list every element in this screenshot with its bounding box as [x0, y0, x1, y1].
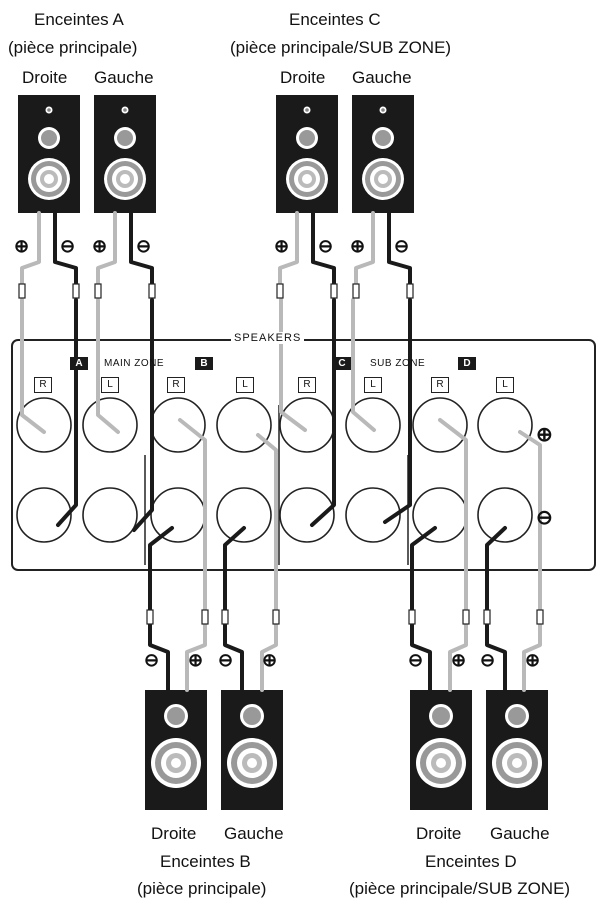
speaker-b-left	[221, 690, 283, 810]
minus-terminal-icon: ⊖	[136, 236, 152, 256]
speaker-a-right-label: Droite	[22, 68, 68, 87]
speakers-b-room: (pièce principale)	[137, 879, 267, 898]
speaker-d-left-label: Gauche	[490, 824, 550, 843]
speaker-c-right-label: Droite	[280, 68, 326, 87]
sub-zone-label: SUB ZONE	[370, 358, 426, 369]
speakers-d-title: Enceintes D	[425, 852, 517, 871]
speaker-c-left	[352, 95, 414, 213]
speaker-d-right-label: Droite	[416, 824, 462, 843]
channel-label: R	[298, 377, 316, 393]
speaker-b-left-label: Gauche	[224, 824, 284, 843]
speaker-b-right	[145, 690, 207, 810]
plus-terminal-icon: ⊕	[274, 236, 290, 256]
minus-terminal-icon: ⊖	[218, 650, 234, 670]
speakers-a-title: Enceintes A	[34, 10, 124, 29]
speaker-d-left	[486, 690, 548, 810]
speaker-a-left	[94, 95, 156, 213]
minus-terminal-icon: ⊖	[318, 236, 334, 256]
channel-label: R	[167, 377, 185, 393]
badge-a: A	[70, 357, 88, 370]
plus-terminal-icon: ⊕	[92, 236, 108, 256]
channel-label: L	[236, 377, 254, 393]
speaker-c-right	[276, 95, 338, 213]
speaker-a-left-label: Gauche	[94, 68, 154, 87]
positive-terminal-row	[16, 397, 533, 453]
channel-label: L	[496, 377, 514, 393]
negative-terminal-row	[16, 487, 533, 543]
channel-label: R	[431, 377, 449, 393]
speaker-b-right-label: Droite	[151, 824, 197, 843]
speakers-d-room: (pièce principale/SUB ZONE)	[349, 879, 571, 898]
speaker-d-right	[410, 690, 472, 810]
channel-label: L	[101, 377, 119, 393]
plus-terminal-icon: ⊕	[350, 236, 366, 256]
plus-terminal-icon: ⊕	[262, 650, 278, 670]
speaker-c-left-label: Gauche	[352, 68, 412, 87]
channel-label: R	[34, 377, 52, 393]
minus-terminal-icon: ⊖	[144, 650, 160, 670]
minus-terminal-icon: ⊖	[408, 650, 424, 670]
panel-minus-icon: ⊖	[536, 507, 553, 529]
positive-wires	[20, 211, 542, 692]
minus-terminal-icon: ⊖	[60, 236, 76, 256]
plus-terminal-icon: ⊕	[14, 236, 30, 256]
panel-plus-icon: ⊕	[536, 424, 553, 446]
minus-terminal-icon: ⊖	[480, 650, 496, 670]
badge-c: C	[333, 357, 351, 370]
speakers-a-room: (pièce principale)	[8, 38, 138, 57]
minus-terminal-icon: ⊖	[394, 236, 410, 256]
plus-terminal-icon: ⊕	[188, 650, 204, 670]
main-zone-label: MAIN ZONE	[104, 358, 165, 369]
plus-terminal-icon: ⊕	[525, 650, 541, 670]
speakers-b-title: Enceintes B	[160, 852, 251, 871]
speakers-c-room: (pièce principale/SUB ZONE)	[230, 38, 452, 57]
channel-label: L	[364, 377, 382, 393]
speaker-a-right	[18, 95, 80, 213]
speakers-c-title: Enceintes C	[289, 10, 381, 29]
panel-title: SPEAKERS	[231, 332, 305, 344]
badge-d: D	[458, 357, 476, 370]
badge-b: B	[195, 357, 213, 370]
plus-terminal-icon: ⊕	[451, 650, 467, 670]
